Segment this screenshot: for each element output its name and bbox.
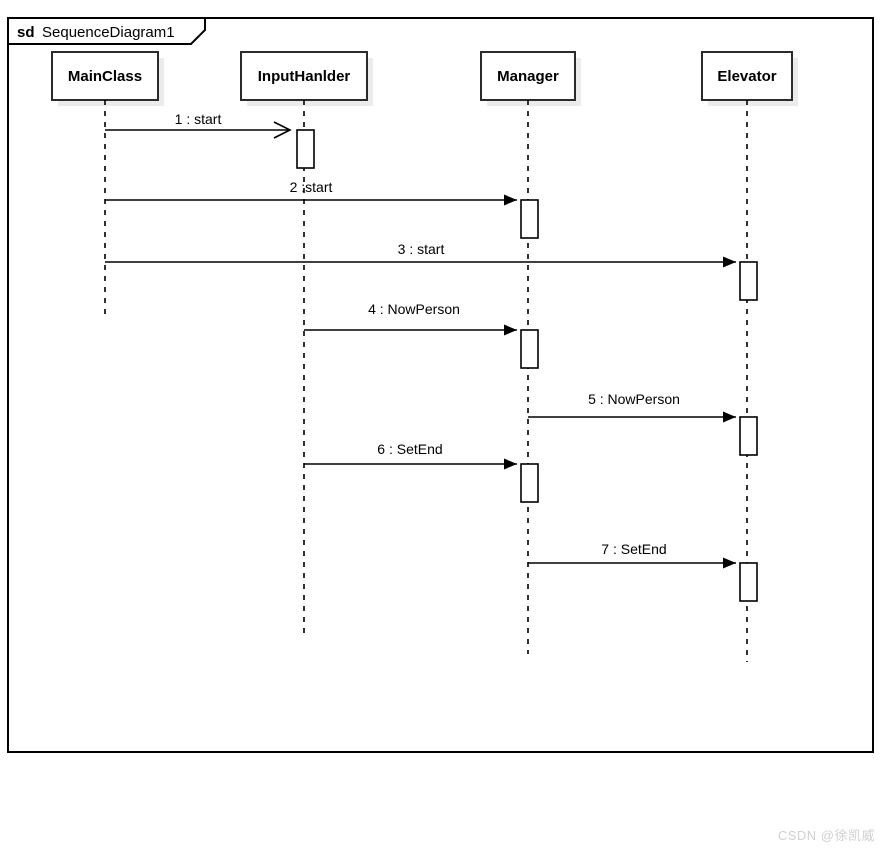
activation-bar-act-2[interactable]: [520, 199, 539, 239]
activation-bar-act-6[interactable]: [520, 463, 539, 503]
activation-bar-act-1[interactable]: [296, 129, 315, 169]
lifeline-label-elevator: Elevator: [717, 68, 776, 85]
message-7[interactable]: 7 : SetEnd: [528, 541, 736, 569]
frame-name: SequenceDiagram1: [42, 24, 175, 41]
frame-keyword: sd: [17, 24, 35, 41]
message-2[interactable]: 2 :start: [105, 179, 517, 206]
lifeline-box-elevator[interactable]: [701, 51, 793, 101]
activation-bar-act-4[interactable]: [520, 329, 539, 369]
frame-tab: [7, 17, 206, 45]
message-label-3: 3 : start: [398, 241, 445, 257]
lifeline-label-mainclass: MainClass: [68, 68, 142, 85]
activation-bar-act-5[interactable]: [739, 416, 758, 456]
message-label-5: 5 : NowPerson: [588, 391, 680, 407]
lifeline-box-inputhanlder[interactable]: [240, 51, 368, 101]
message-arrowhead-2: [504, 194, 517, 206]
activation-bar-act-3[interactable]: [739, 261, 758, 301]
message-label-2: 2 :start: [290, 179, 333, 195]
message-label-6: 6 : SetEnd: [377, 441, 442, 457]
lifelines-group: MainClass InputHanlder Manager Elevator: [51, 51, 798, 662]
message-arrowhead-5: [723, 411, 736, 423]
message-label-7: 7 : SetEnd: [601, 541, 666, 557]
message-4[interactable]: 4 : NowPerson: [304, 301, 517, 336]
message-5[interactable]: 5 : NowPerson: [528, 391, 736, 423]
message-label-4: 4 : NowPerson: [368, 301, 460, 317]
message-3[interactable]: 3 : start: [105, 241, 736, 268]
activation-bars-group: [296, 129, 758, 602]
lifeline-label-manager: Manager: [497, 68, 559, 85]
message-6[interactable]: 6 : SetEnd: [304, 441, 517, 470]
message-arrowhead-3: [723, 256, 736, 268]
message-1[interactable]: 1 : start: [105, 111, 292, 139]
csdn-watermark: CSDN @徐凯威: [777, 828, 875, 843]
diagram-frame: sd SequenceDiagram1: [7, 17, 874, 753]
message-arrowhead-1: [273, 121, 292, 139]
frame-border: [7, 17, 874, 753]
message-arrowhead-7: [723, 557, 736, 569]
message-arrowhead-6: [504, 458, 517, 470]
message-arrowhead-4: [504, 324, 517, 336]
activation-bar-act-7[interactable]: [739, 562, 758, 602]
lifeline-label-inputhanlder: InputHanlder: [258, 68, 351, 85]
messages-group: 1 : start 2 :start 3 : start 4 : NowPerson 5…: [105, 111, 736, 569]
message-label-1: 1 : start: [175, 111, 222, 127]
